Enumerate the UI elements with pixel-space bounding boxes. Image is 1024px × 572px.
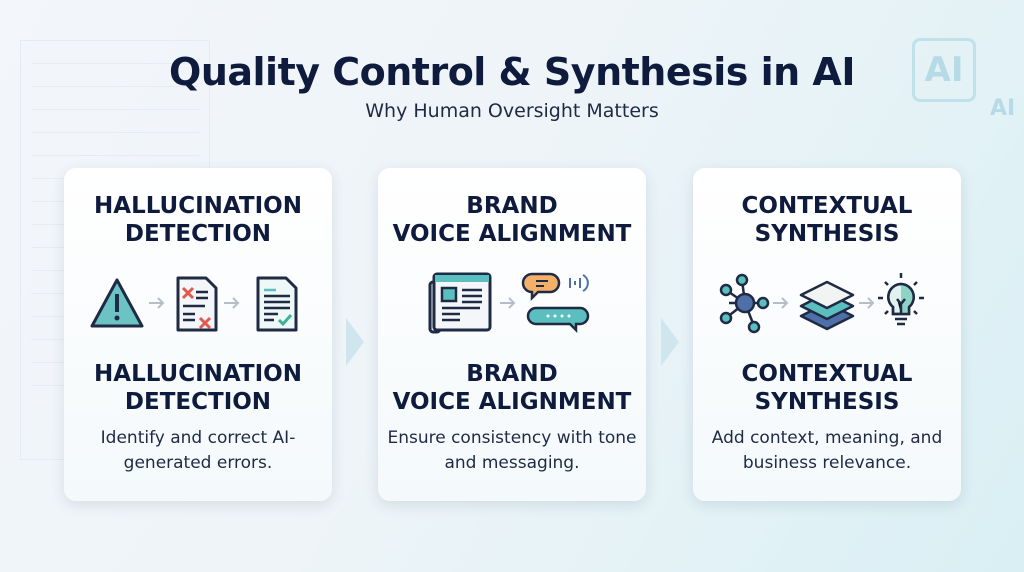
document-errors-icon	[176, 276, 218, 332]
arrow-icon	[773, 297, 789, 309]
chevron-right-icon	[346, 318, 364, 366]
page-subtitle: Why Human Oversight Matters	[365, 100, 659, 122]
arrow-icon	[859, 297, 875, 309]
card-description: Ensure consistency with tone and messagi…	[387, 428, 637, 473]
webpage-icon	[428, 272, 492, 334]
card-description: Add context, meaning, and business relev…	[711, 428, 943, 473]
page-title: Quality Control & Synthesis in AI	[169, 50, 855, 94]
card-description: Identify and correct AI-generated errors…	[100, 428, 296, 473]
audio-icon	[569, 274, 589, 292]
arrow-icon	[149, 297, 165, 309]
card-icons	[719, 273, 924, 334]
warning-icon	[90, 278, 144, 328]
card-icons	[90, 276, 298, 332]
chat-bubbles-icon	[521, 272, 590, 334]
network-icon	[719, 273, 770, 334]
layers-icon	[799, 280, 855, 331]
lightbulb-icon	[878, 273, 924, 326]
chevron-right-icon	[661, 318, 679, 366]
arrow-icon	[224, 297, 240, 309]
document-checked-icon	[256, 276, 298, 332]
ai-chip-icon: AI	[912, 38, 976, 102]
arrow-icon	[500, 297, 516, 309]
card-icons	[428, 272, 590, 334]
ai-badge: AI	[990, 96, 1016, 121]
